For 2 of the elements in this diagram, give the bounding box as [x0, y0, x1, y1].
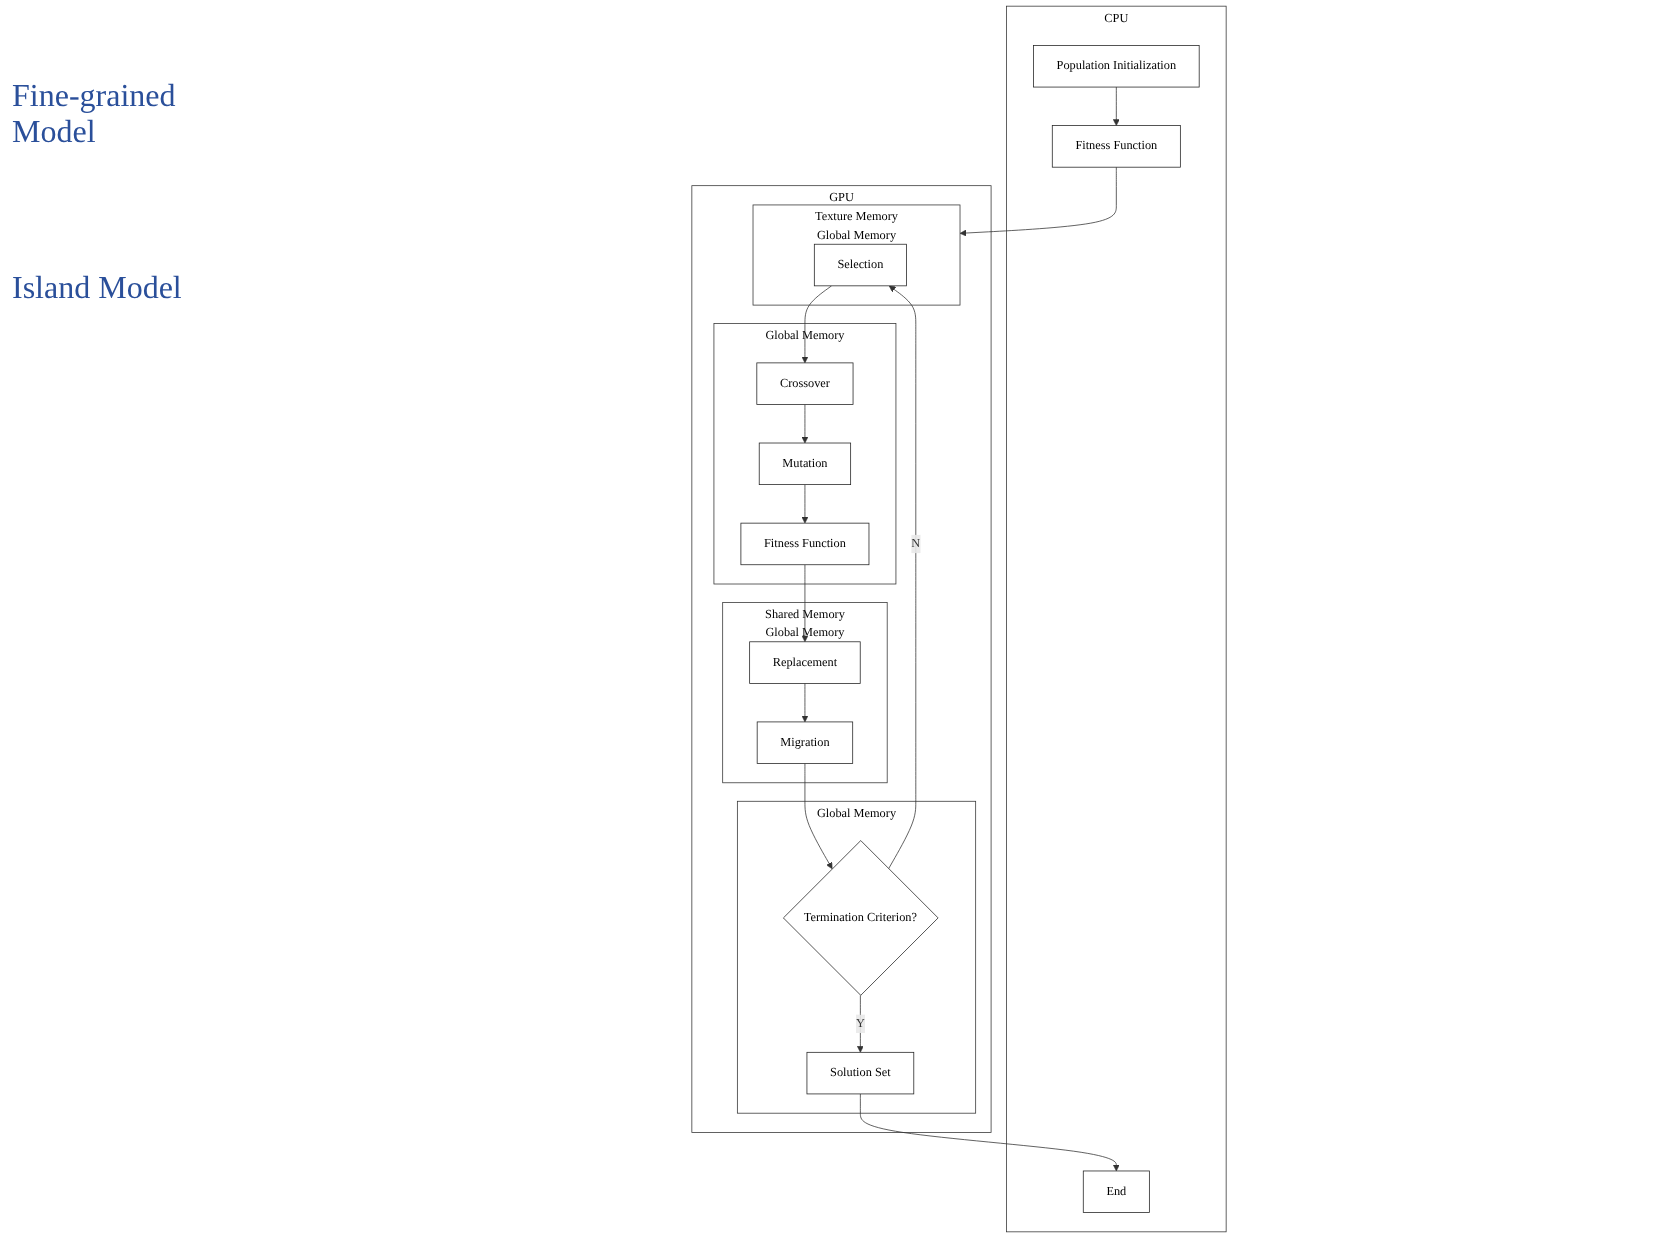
model-label: Fine-grained Model	[12, 80, 178, 152]
model-label: Island Model	[12, 272, 184, 308]
